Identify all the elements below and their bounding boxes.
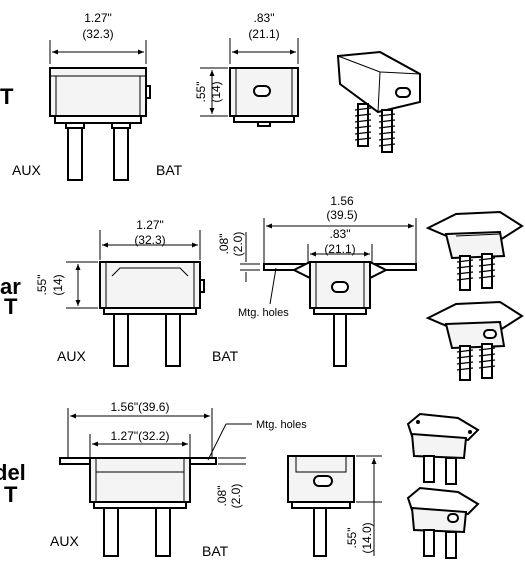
row1-front-view: 1.27" (32.3) AUX BAT (12, 11, 183, 181)
row3-holes-label: Mtg. holes (256, 419, 307, 431)
row2-width-mm: (32.3) (134, 233, 165, 247)
row2-width-inch: 1.27" (136, 218, 164, 232)
row1-aux-label: AUX (12, 162, 41, 178)
row3-flange-inch: .08" (215, 486, 229, 507)
row2-depth-inch: .83" (330, 227, 351, 241)
row2-front-view: 1.27" (32.3) .55" (14) AUX BAT (35, 218, 239, 367)
row3-front-view: 1.56"(39.6) 1.27"(32.2) Mtg. holes .08" … (50, 400, 307, 559)
row2-aux-label: AUX (57, 348, 86, 364)
row2-bat-label: BAT (212, 348, 239, 364)
row1-depth-inch: .83" (254, 11, 275, 25)
row3-height-mm: (14.0) (360, 522, 374, 553)
row1-bat-label: BAT (156, 162, 183, 178)
row2-span-mm: (39.5) (326, 208, 357, 222)
row1-side-view: .83" (21.1) .55" (14) (194, 11, 299, 127)
row3-width: 1.27"(32.2) (111, 429, 170, 443)
row2-height-mm: (14) (51, 274, 65, 295)
row1-width-inch: 1.27" (84, 11, 112, 25)
row2-side-text-2: T (4, 294, 18, 319)
row1-bat-stud (113, 127, 129, 181)
row2-flange-mm: (2.0) (231, 232, 245, 257)
row2-flange-inch: .08" (217, 234, 231, 255)
row3-iso-view-bottom (406, 486, 480, 559)
row3-aux-label: AUX (50, 533, 79, 549)
row1-aux-stud (67, 127, 83, 181)
row2-side-view: 1.56 (39.5) .83" (21.1) .08" (2.0) Mtg. … (217, 194, 417, 367)
row1-side-text: T (0, 84, 14, 109)
row2-side-text-1: ar (0, 274, 21, 299)
row2-holes-label: Mtg. holes (238, 307, 289, 319)
row2-span-inch: 1.56 (330, 194, 354, 208)
row3-side-text-1: del (0, 460, 26, 485)
row2-iso-view-top (425, 210, 524, 291)
row3-flange-mm: (2.0) (229, 484, 243, 509)
row1-height-mm: (14) (209, 81, 223, 102)
row2-depth-mm: (21.1) (324, 242, 355, 256)
row1-width-mm: (32.3) (82, 27, 113, 41)
row2-iso-view-bottom (425, 300, 524, 381)
row1-depth-mm: (21.1) (248, 27, 279, 41)
row1-height-inch: .55" (194, 82, 208, 103)
row3-span: 1.56"(39.6) (111, 400, 170, 414)
row2-height-inch: .55" (35, 275, 49, 296)
row1-iso-view (336, 50, 421, 153)
row3-side-text-2: T (4, 482, 18, 507)
row3-bat-label: BAT (202, 543, 229, 559)
row3-side-view: .55" (14.0) (287, 455, 382, 557)
row3-iso-view-top (406, 412, 480, 485)
row3-height-inch: .55" (345, 528, 359, 549)
